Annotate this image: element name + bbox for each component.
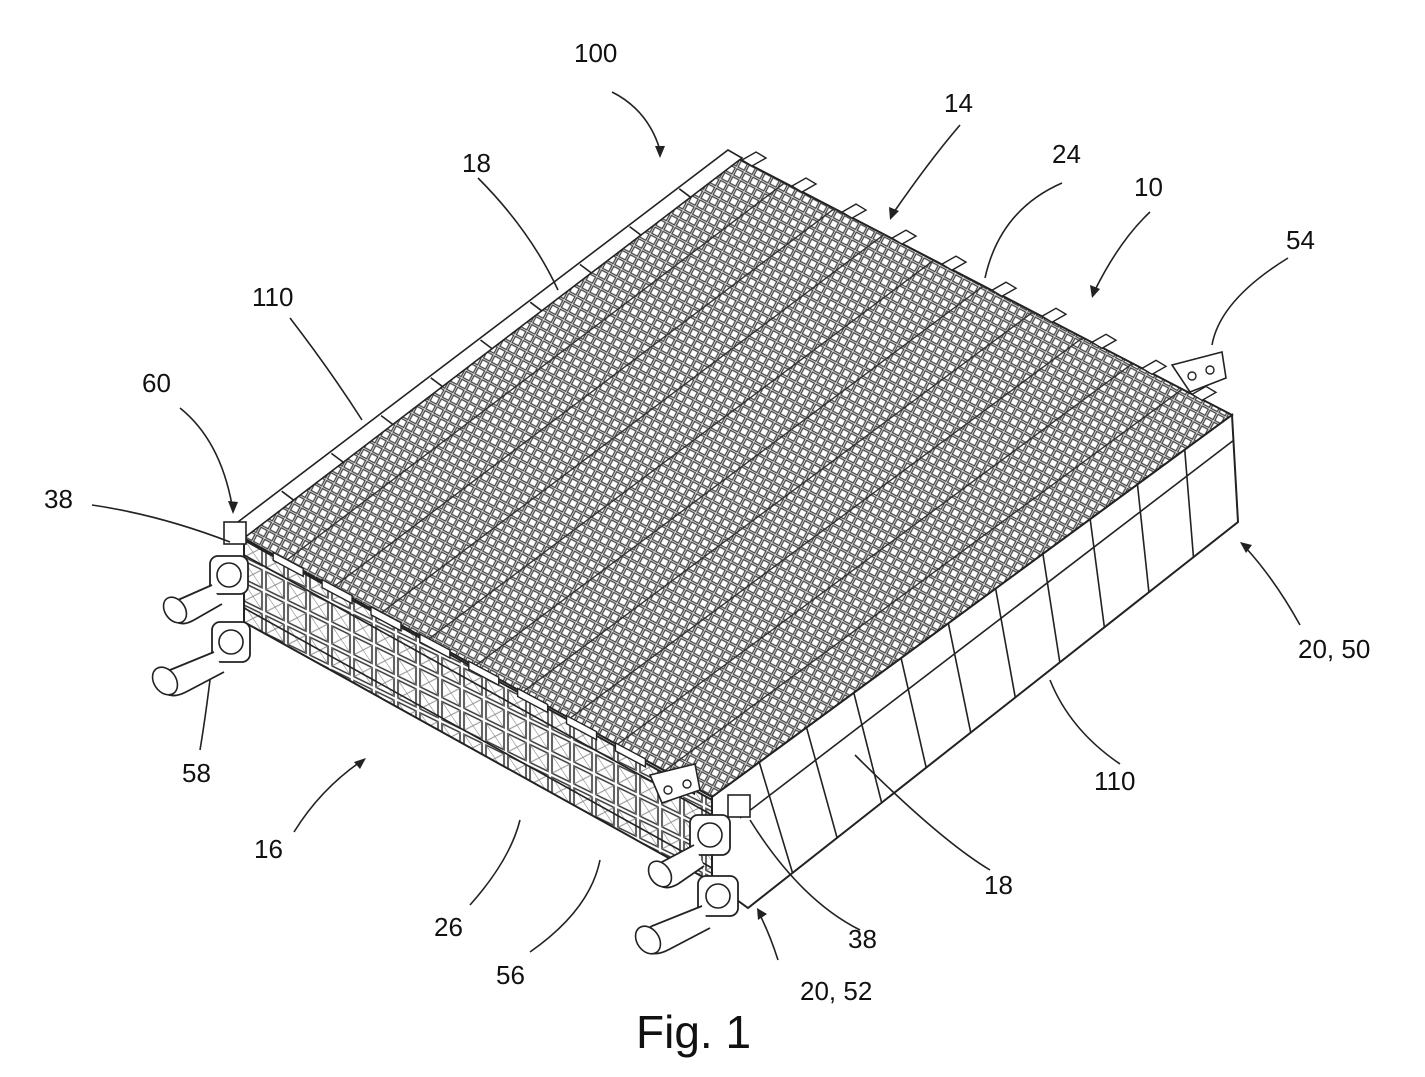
label-18-top: 18 xyxy=(462,148,491,178)
label-10: 10 xyxy=(1134,172,1163,202)
coolant-connector-upper-left xyxy=(159,556,248,627)
label-24: 24 xyxy=(1052,139,1081,169)
label-100: 100 xyxy=(574,38,617,68)
label-56: 56 xyxy=(496,960,525,990)
coolant-connector-lower-left xyxy=(147,622,250,700)
label-110-top: 110 xyxy=(252,282,293,312)
label-110-bottom: 110 xyxy=(1094,766,1135,796)
corner-block-38 xyxy=(728,795,750,817)
label-20-52: 20, 52 xyxy=(800,976,872,1006)
label-14: 14 xyxy=(944,88,973,118)
terminal-54 xyxy=(1172,352,1226,392)
label-60: 60 xyxy=(142,368,171,398)
label-58: 58 xyxy=(182,758,211,788)
label-16: 16 xyxy=(254,834,283,864)
figure-caption: Fig. 1 xyxy=(636,1006,751,1058)
coolant-connector-lower-right xyxy=(630,876,738,959)
label-18-bottom: 18 xyxy=(984,870,1013,900)
label-20-50: 20, 50 xyxy=(1298,634,1370,664)
label-26: 26 xyxy=(434,912,463,942)
label-38-left: 38 xyxy=(44,484,73,514)
label-38-right: 38 xyxy=(848,924,877,954)
label-54: 54 xyxy=(1286,225,1315,255)
